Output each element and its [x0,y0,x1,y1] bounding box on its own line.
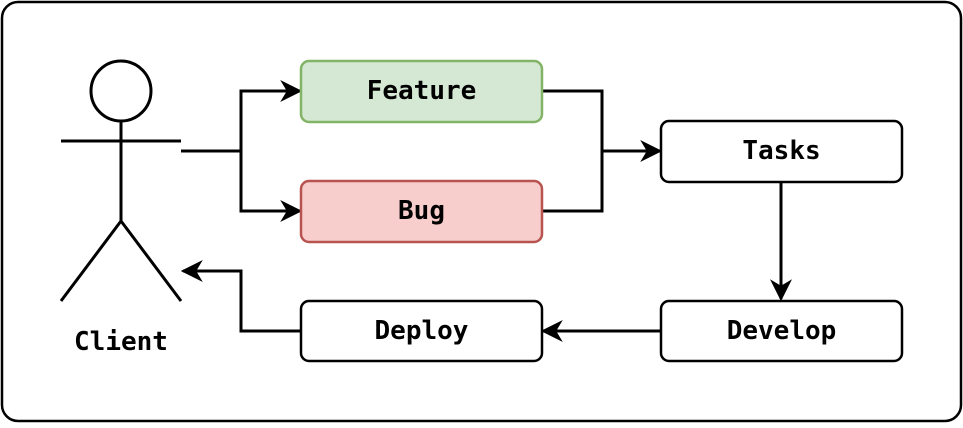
feature-label: Feature [367,76,477,106]
edge-deploy-to-client [180,260,301,333]
node-develop: Develop [659,299,904,363]
tasks-label: Tasks [742,136,820,166]
develop-box [659,299,904,363]
node-tasks: Tasks [659,119,904,184]
deploy-label: Deploy [375,316,469,346]
bug-box [299,179,544,244]
bug-label: Bug [398,196,445,226]
edge-client-to-bug [239,151,303,222]
actor-right-leg [119,220,183,302]
node-bug: Bug [299,179,544,244]
edges [180,80,792,342]
deploy-box [299,299,544,363]
tasks-box [659,119,904,184]
edge-bug-to-tasks [542,151,604,213]
actor-left-leg [59,220,123,302]
client-actor-icon [59,59,183,302]
edge-client-to-feature [181,80,303,153]
node-feature: Feature [299,59,544,124]
node-deploy: Deploy [299,299,544,363]
client-label: Client [74,327,168,357]
develop-label: Develop [727,316,837,346]
feature-box [299,59,544,124]
edge-feature-to-tasks [542,89,663,162]
